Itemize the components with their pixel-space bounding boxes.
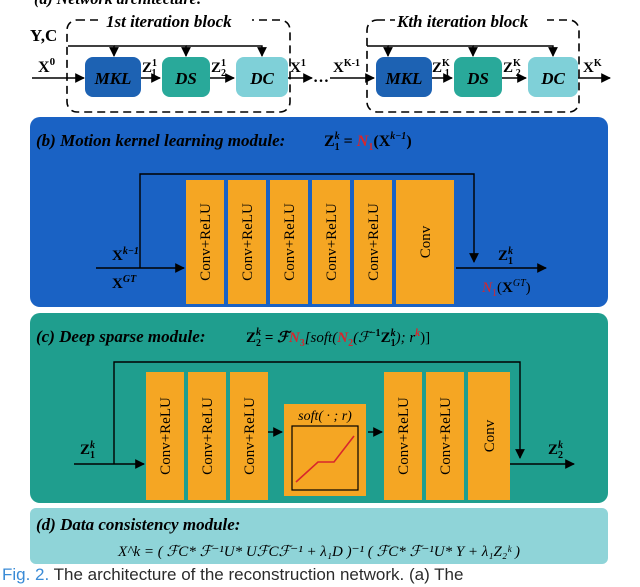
blockk-title: Kth iteration block bbox=[396, 12, 529, 31]
yc-input-label: Y,C bbox=[30, 26, 57, 45]
ds-left-label-2: Conv+ReLU bbox=[200, 397, 216, 475]
mkl-conv-block-2 bbox=[228, 180, 266, 304]
xk1-label: XK-1 bbox=[333, 58, 360, 76]
ds-left-label-3: Conv+ReLU bbox=[242, 397, 258, 475]
mkl-conv-label-3: Conv+ReLU bbox=[282, 203, 298, 281]
mkl-conv-block-1 bbox=[186, 180, 224, 304]
figure-caption: Fig. 2. The architecture of the reconstr… bbox=[2, 565, 640, 587]
mkl-conv-label-1: Conv+ReLU bbox=[198, 203, 214, 281]
soft-threshold-block: soft( · ; r) bbox=[284, 404, 366, 496]
ds-left-block-3 bbox=[230, 372, 268, 500]
dc-module-title: (d) Data consistency module: bbox=[36, 515, 240, 534]
ds-node-k bbox=[454, 57, 502, 97]
mkl-input-gt: XGT bbox=[112, 274, 137, 292]
dc-node-1-label: DC bbox=[249, 69, 274, 88]
x1-label: X1 bbox=[290, 58, 306, 76]
ds-left-block-2 bbox=[188, 372, 226, 500]
ds-right-block-1 bbox=[384, 372, 422, 500]
mkl-conv-block-4 bbox=[312, 180, 350, 304]
mkl-node-k-label: MKL bbox=[385, 69, 423, 88]
ds-node-k-label: DS bbox=[466, 69, 489, 88]
mkl-conv-block-3 bbox=[270, 180, 308, 304]
soft-threshold-curve bbox=[295, 435, 355, 483]
mkl-node-1 bbox=[85, 57, 141, 97]
mkl-conv-label-5: Conv+ReLU bbox=[366, 203, 382, 281]
mkl-output-n1-gt: N1(XGT) bbox=[481, 278, 531, 299]
ds-right-block-2 bbox=[426, 372, 464, 500]
xk-output-label: XK bbox=[583, 58, 602, 76]
figure-number: Fig. 2. bbox=[2, 565, 50, 584]
ds-right-conv-stack: Conv+ReLU Conv+ReLU Conv bbox=[384, 372, 510, 500]
x0-label: X0 bbox=[38, 56, 56, 76]
ds-node-1 bbox=[162, 57, 210, 97]
mkl-conv-block-5 bbox=[354, 180, 392, 304]
ds-right-label-3: Conv bbox=[482, 419, 498, 452]
arch-label: (a) Network architecture: bbox=[34, 0, 202, 8]
mkl-module-title: (b) Motion kernel learning module: bbox=[36, 131, 285, 150]
dc-node-k-label: DC bbox=[540, 69, 565, 88]
dc-module-formula: X^k = ( ℱC* ℱ⁻¹U* UℱCℱ⁻¹ + λ₁D )⁻¹ ( ℱC*… bbox=[117, 544, 520, 560]
ellipsis: … bbox=[313, 69, 329, 86]
ds-left-block-1 bbox=[146, 372, 184, 500]
mkl-node-1-label: MKL bbox=[94, 69, 132, 88]
block1-title: 1st iteration block bbox=[106, 12, 232, 31]
soft-threshold-plot-frame bbox=[291, 425, 359, 491]
mkl-conv-label-6: Conv bbox=[418, 225, 434, 258]
mkl-input-prev: Xk−1 bbox=[112, 246, 139, 264]
ds-node-1-label: DS bbox=[174, 69, 197, 88]
figure-caption-text: The architecture of the reconstruction n… bbox=[49, 565, 464, 584]
block1-outline bbox=[66, 19, 291, 113]
ds-right-label-1: Conv+ReLU bbox=[396, 397, 412, 475]
ds-module-title: (c) Deep sparse module: bbox=[36, 327, 206, 346]
mkl-conv-stack: Conv+ReLU Conv+ReLU Conv+ReLU Conv+ReLU … bbox=[186, 180, 454, 304]
mkl-node-k bbox=[376, 57, 432, 97]
soft-threshold-label: soft( · ; r) bbox=[298, 409, 352, 424]
ds-right-block-3 bbox=[468, 372, 510, 500]
ds-left-conv-stack: Conv+ReLU Conv+ReLU Conv+ReLU bbox=[146, 372, 268, 500]
ds-right-label-2: Conv+ReLU bbox=[438, 397, 454, 475]
dc-module-panel bbox=[30, 508, 608, 564]
mkl-conv-block-6 bbox=[396, 180, 454, 304]
mkl-conv-label-4: Conv+ReLU bbox=[324, 203, 340, 281]
mkl-conv-label-2: Conv+ReLU bbox=[240, 203, 256, 281]
ds-left-label-1: Conv+ReLU bbox=[158, 397, 174, 475]
dc-node-k bbox=[528, 57, 578, 97]
dc-node-1 bbox=[236, 57, 288, 97]
